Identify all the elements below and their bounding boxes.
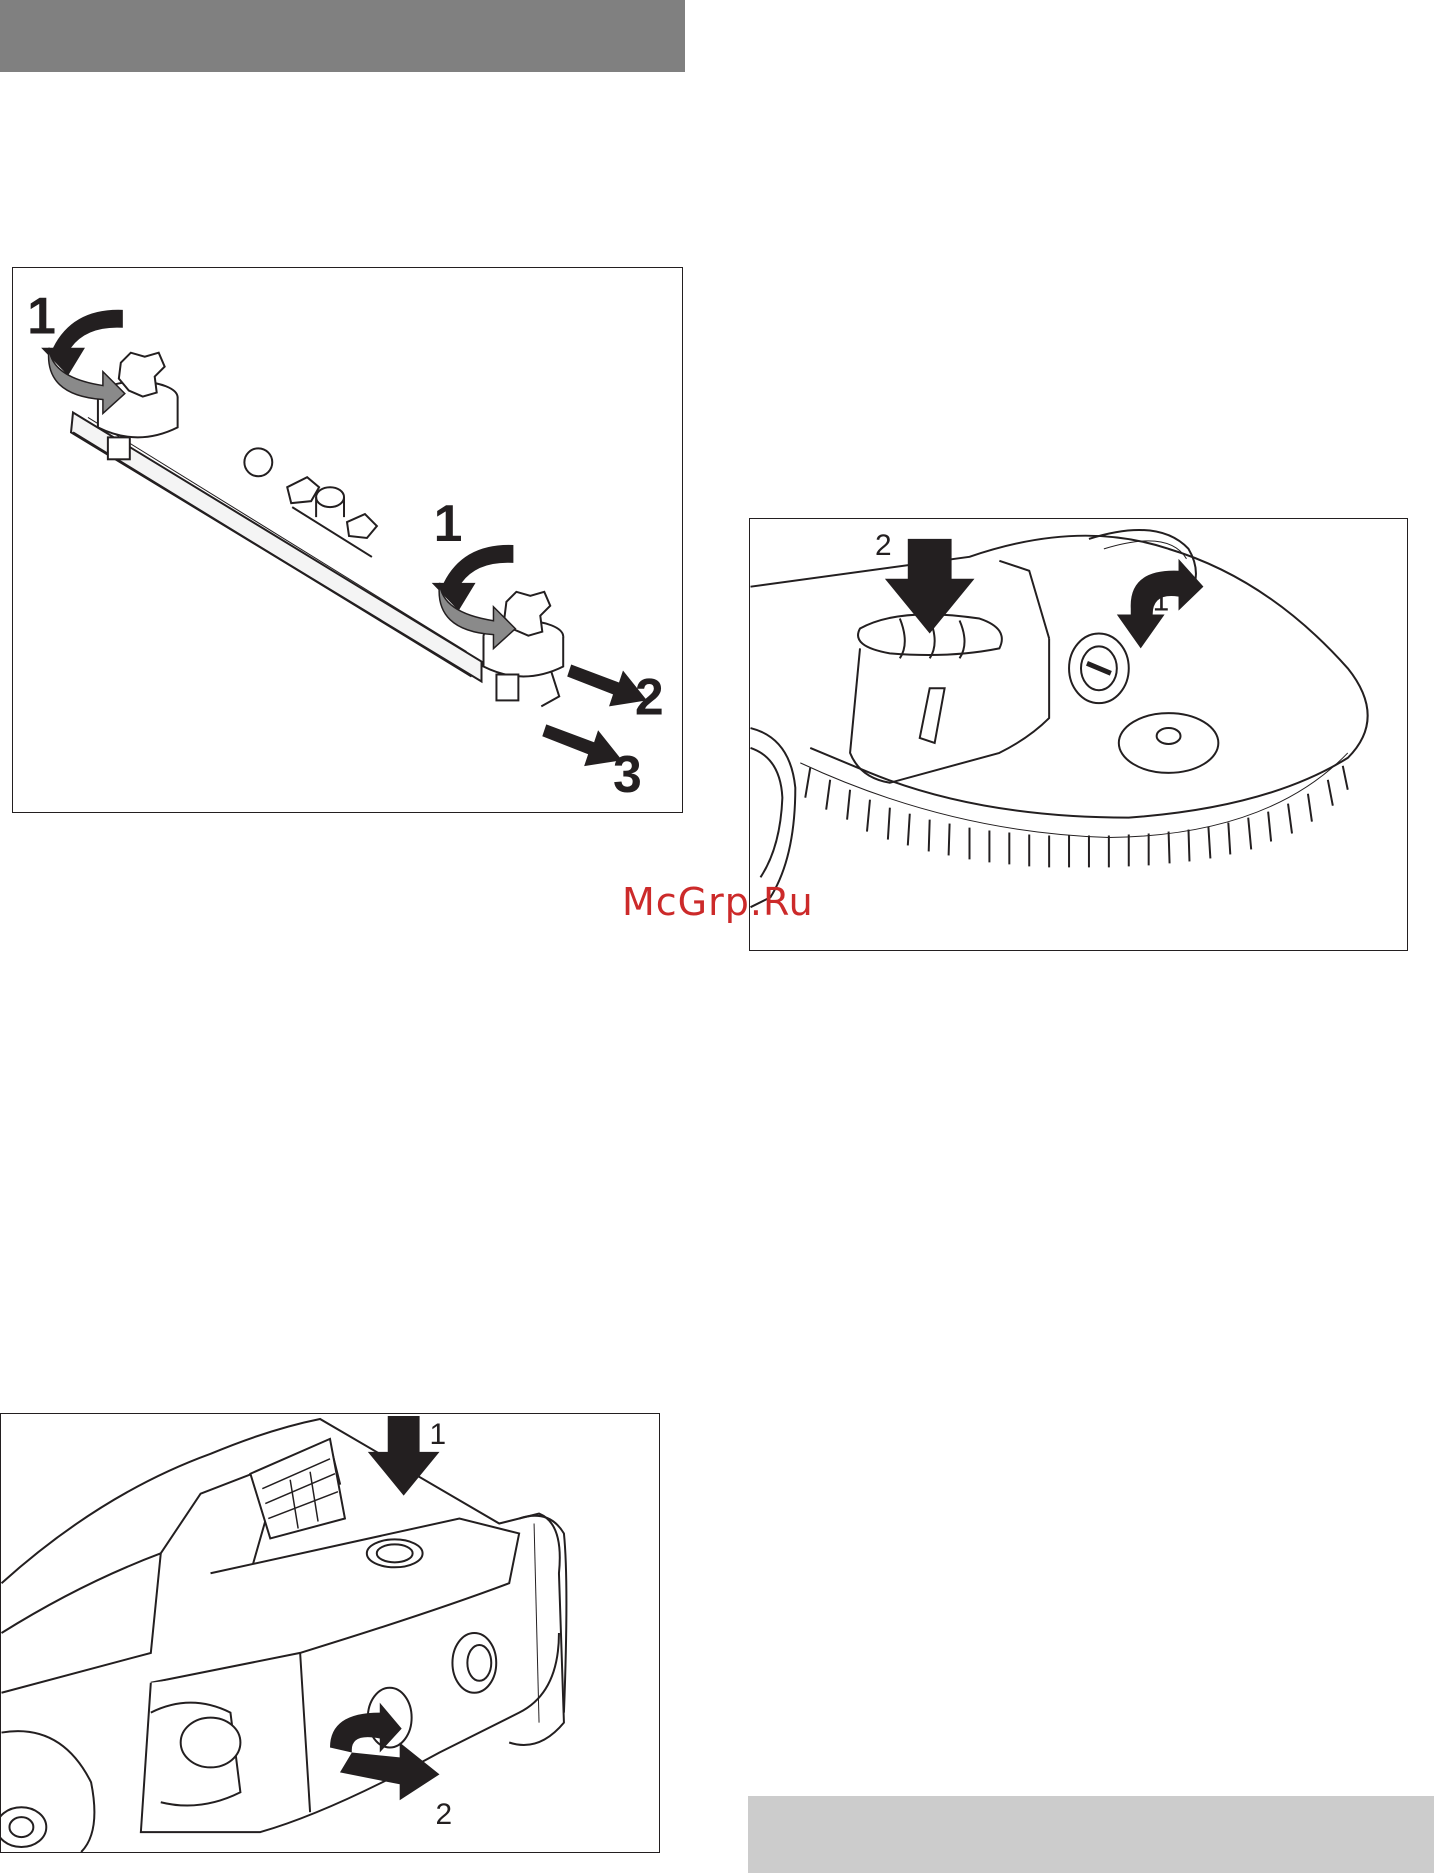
callout-1-rotate: 1: [1153, 585, 1170, 618]
brush-release-illustration: 1 2: [1, 1414, 659, 1852]
squeegee-removal-figure: 1 1 2 3: [12, 267, 683, 813]
callout-2-rotate: 2: [436, 1798, 453, 1831]
callout-2: 2: [635, 667, 664, 725]
watermark: McGrp.Ru: [622, 880, 814, 924]
callout-1-left: 1: [27, 287, 56, 345]
callout-2-press: 2: [875, 529, 892, 562]
callout-3: 3: [613, 745, 642, 803]
section-footer-bar: [748, 1796, 1434, 1873]
squeegee-illustration: 1 1 2 3: [13, 268, 682, 812]
callout-1-right: 1: [434, 494, 463, 552]
brush-release-figure: 1 2: [0, 1413, 660, 1853]
section-header-bar: [0, 0, 685, 72]
brush-head-illustration: 2 1: [750, 519, 1407, 950]
callout-1-press: 1: [430, 1418, 447, 1451]
brush-head-figure: 2 1: [749, 518, 1408, 951]
